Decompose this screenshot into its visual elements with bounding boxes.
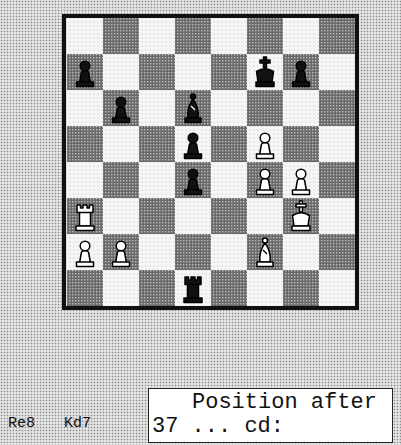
board-frame: [64, 16, 357, 308]
white-pawn-piece: [293, 169, 310, 194]
dark-square: [175, 234, 211, 270]
light-square: [175, 198, 211, 234]
light-square: [139, 90, 175, 126]
light-square: [211, 18, 247, 54]
white-bishop-piece: [257, 238, 273, 267]
dark-square: [211, 54, 247, 90]
white-pawn-piece: [257, 133, 274, 158]
dark-square: [67, 54, 103, 90]
light-square: [139, 162, 175, 198]
light-square: [67, 234, 103, 270]
caption-box: Position after 37 ... cd:: [148, 388, 393, 443]
light-square: [283, 234, 319, 270]
light-square: [247, 198, 283, 234]
dark-square: [283, 126, 319, 162]
dark-square: [211, 126, 247, 162]
dark-square: [139, 270, 175, 306]
dark-square: [319, 18, 355, 54]
light-square: [247, 54, 283, 90]
light-square: [103, 198, 139, 234]
dark-square: [247, 162, 283, 198]
dark-square: [139, 54, 175, 90]
dark-square: [139, 198, 175, 234]
dark-square: [175, 18, 211, 54]
dark-square: [319, 90, 355, 126]
dark-square: [67, 198, 103, 234]
black-king-piece: [256, 57, 274, 87]
dark-square: [283, 54, 319, 90]
light-square: [103, 270, 139, 306]
black-pawn-piece: [293, 61, 310, 86]
light-square: [283, 18, 319, 54]
light-square: [211, 162, 247, 198]
dark-square: [175, 90, 211, 126]
dark-square: [283, 270, 319, 306]
dark-square: [67, 270, 103, 306]
dark-square: [139, 126, 175, 162]
dark-square: [211, 270, 247, 306]
dark-square: [319, 234, 355, 270]
black-pawn-piece: [185, 133, 202, 158]
dark-square: [175, 162, 211, 198]
dark-square: [103, 162, 139, 198]
light-square: [283, 162, 319, 198]
light-square: [67, 90, 103, 126]
dark-square: [247, 90, 283, 126]
light-square: [139, 18, 175, 54]
dark-square: [211, 198, 247, 234]
light-square: [319, 126, 355, 162]
light-square: [247, 126, 283, 162]
light-square: [247, 270, 283, 306]
light-square: [67, 18, 103, 54]
white-rook-piece: [76, 205, 94, 231]
light-square: [103, 126, 139, 162]
dark-square: [283, 198, 319, 234]
dark-square: [247, 18, 283, 54]
white-king-piece: [292, 201, 310, 231]
black-pawn-piece: [185, 169, 202, 194]
white-pawn-piece: [113, 241, 130, 266]
light-square: [319, 54, 355, 90]
caption-text: Position after 37 ... cd:: [152, 391, 389, 439]
light-square: [211, 90, 247, 126]
black-pawn-piece: [113, 97, 130, 122]
dark-square: [103, 90, 139, 126]
light-square: [67, 162, 103, 198]
black-pawn-piece: [77, 61, 94, 86]
light-square: [139, 234, 175, 270]
black-rook-piece: [184, 277, 202, 303]
dark-square: [247, 234, 283, 270]
move-note: Re8: [8, 415, 35, 433]
light-square: [103, 54, 139, 90]
light-square: [175, 270, 211, 306]
white-pawn-piece: [77, 241, 94, 266]
dark-square: [103, 234, 139, 270]
dark-square: [67, 126, 103, 162]
light-square: [283, 90, 319, 126]
black-bishop-piece: [185, 94, 201, 123]
light-square: [175, 54, 211, 90]
dark-square: [103, 18, 139, 54]
light-square: [319, 270, 355, 306]
light-square: [319, 198, 355, 234]
light-square: [211, 234, 247, 270]
light-square: [175, 126, 211, 162]
move-note: Kd7: [64, 415, 91, 433]
dark-square: [319, 162, 355, 198]
white-pawn-piece: [257, 169, 274, 194]
